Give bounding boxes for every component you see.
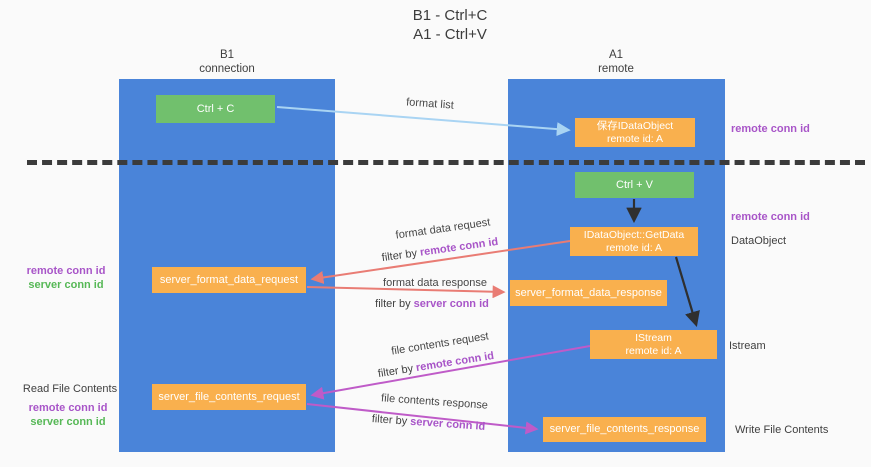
- lane-a1-role: remote: [598, 63, 634, 75]
- annotation-remote-conn-id-left2: remote conn id: [28, 402, 108, 414]
- server-file-contents-response-label: server_file_contents_response: [549, 423, 700, 435]
- annotation-conn-ids-format: remote conn id server conn id: [20, 264, 112, 292]
- istream-line1: IStream: [635, 331, 672, 344]
- lane-header-b1: B1 connection: [119, 48, 335, 76]
- node-ctrl-v: Ctrl + V: [575, 172, 694, 198]
- filter-remote-conn-id: remote conn id: [419, 235, 499, 259]
- node-store-idataobject: 保存IDataObject remote id: A: [575, 118, 695, 147]
- filter-by-text: filter by: [377, 362, 418, 381]
- label-file-contents-response: file contents response: [380, 392, 489, 412]
- istream-line2: remote id: A: [625, 344, 682, 357]
- annotation-conn-ids-file: remote conn id server conn id: [22, 401, 114, 429]
- node-server-format-data-request: server_format_data_request: [152, 267, 306, 293]
- filter-by-text: filter by: [375, 298, 414, 310]
- annotation-read-file-contents: Read File Contents: [22, 383, 118, 395]
- annotation-write-file-contents: Write File Contents: [735, 424, 829, 436]
- node-server-format-data-response: server_format_data_response: [510, 280, 667, 306]
- label-format-list: format list: [405, 96, 455, 112]
- label-filter-format-response: filter by server conn id: [372, 298, 492, 310]
- node-ctrl-v-label: Ctrl + V: [616, 178, 653, 191]
- label-format-data-response: format data response: [383, 277, 487, 289]
- annotation-remote-conn-id-mid: remote conn id: [731, 211, 810, 223]
- filter-by-text: filter by: [371, 413, 411, 428]
- section-divider: [27, 160, 865, 165]
- server-file-contents-request-label: server_file_contents_request: [158, 390, 300, 403]
- label-filter-file-response: filter by server conn id: [366, 413, 492, 434]
- lane-header-a1: A1 remote: [508, 48, 724, 76]
- getdata-line2: remote id: A: [605, 241, 662, 254]
- diagram-title: B1 - Ctrl+C A1 - Ctrl+V: [300, 6, 600, 44]
- filter-server-conn-id: server conn id: [413, 298, 489, 310]
- filter-remote-conn-id: remote conn id: [415, 349, 495, 375]
- annotation-server-conn-id-left1: server conn id: [28, 279, 104, 291]
- store-idataobject-line1: 保存IDataObject: [596, 119, 674, 132]
- node-ctrl-c: Ctrl + C: [156, 95, 275, 123]
- annotation-istream: Istream: [729, 340, 766, 352]
- annotation-remote-conn-id-top: remote conn id: [731, 123, 810, 135]
- node-ctrl-c-label: Ctrl + C: [196, 102, 235, 115]
- node-server-file-contents-response: server_file_contents_response: [543, 417, 706, 442]
- store-idataobject-line2: remote id: A: [606, 132, 663, 145]
- title-line-1: B1 - Ctrl+C: [412, 7, 488, 24]
- title-line-2: A1 - Ctrl+V: [413, 26, 487, 43]
- annotation-server-conn-id-left2: server conn id: [30, 416, 106, 428]
- annotation-remote-conn-id-left1: remote conn id: [26, 265, 106, 277]
- lane-a1-name: A1: [608, 49, 624, 61]
- server-format-data-request-label: server_format_data_request: [159, 273, 299, 286]
- node-istream: IStream remote id: A: [590, 330, 717, 359]
- getdata-line1: IDataObject::GetData: [583, 228, 685, 241]
- lane-b1-name: B1: [219, 49, 235, 61]
- node-idataobject-getdata: IDataObject::GetData remote id: A: [570, 227, 698, 256]
- lane-b1-role: connection: [199, 63, 255, 75]
- annotation-dataobject: DataObject: [731, 235, 787, 247]
- server-format-data-response-label: server_format_data_response: [515, 286, 662, 299]
- node-server-file-contents-request: server_file_contents_request: [152, 384, 306, 410]
- filter-by-text: filter by: [381, 246, 421, 265]
- filter-server-conn-id: server conn id: [409, 415, 486, 433]
